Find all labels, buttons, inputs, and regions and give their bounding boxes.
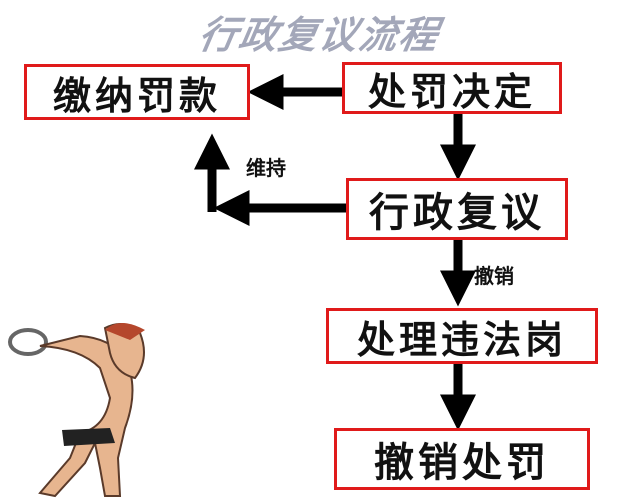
node-admin-review: 行政复议 (346, 178, 568, 240)
edge-label-revoke: 撤销 (474, 264, 514, 288)
cartoon-athlete-illustration (8, 323, 145, 498)
node-handle-violation: 处理违法岗 (326, 308, 598, 364)
node-pay-fine: 缴纳罚款 (24, 64, 250, 120)
node-penalty-decision: 处罚决定 (342, 62, 562, 114)
edge-label-uphold: 维持 (246, 156, 286, 180)
node-revoke-penalty: 撤销处罚 (334, 428, 590, 490)
